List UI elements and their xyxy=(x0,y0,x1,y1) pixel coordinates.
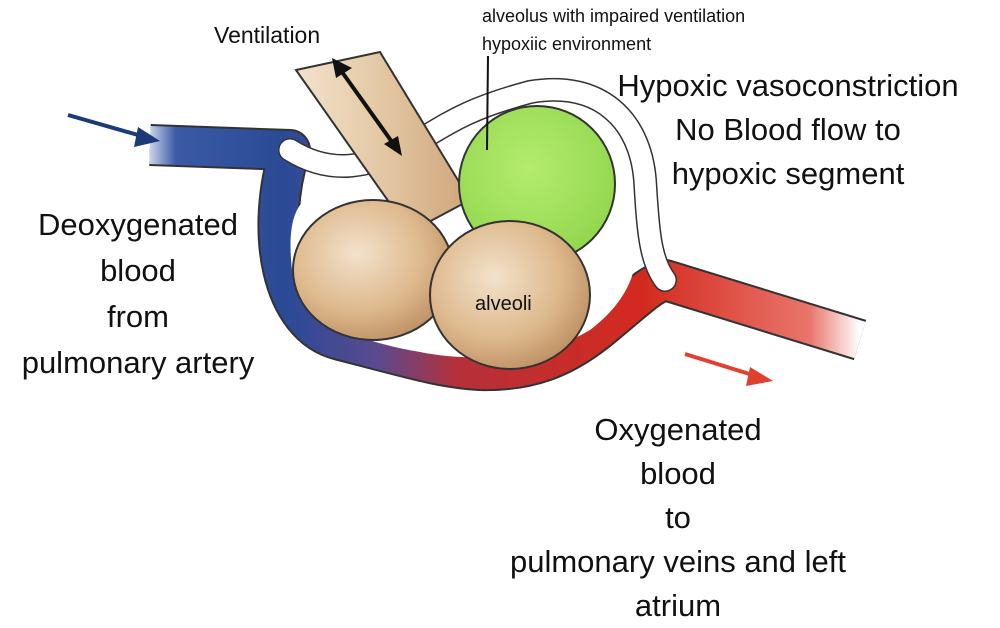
deoxygenated-blood-label: Deoxygenated blood from pulmonary artery xyxy=(0,202,278,386)
ventilation-double-arrow-icon xyxy=(332,58,402,156)
hypoxic-label-line-1: Hypoxic vasoconstriction xyxy=(617,68,959,103)
normal-alveolus-left xyxy=(292,199,454,341)
ventilation-label: Ventilation xyxy=(214,22,321,48)
oxygenated-label-line-5: atrium xyxy=(634,588,722,623)
deoxygenated-label-line-2: blood xyxy=(100,253,176,288)
hypoxic-label-line-3: hypoxic segment xyxy=(671,156,905,191)
outflow-arrow-icon xyxy=(684,352,773,386)
hypoxic-label-line-2: No Blood flow to xyxy=(675,112,901,147)
deoxygenated-label-line-1: Deoxygenated xyxy=(38,207,238,242)
oxygenated-label-line-3: to xyxy=(665,500,691,535)
deoxygenated-label-line-3: from xyxy=(107,299,169,334)
hypoxic-vasoconstriction-label: Hypoxic vasoconstriction No Blood flow t… xyxy=(578,64,998,196)
oxygenated-blood-label: Oxygenated blood to pulmonary veins and … xyxy=(466,408,890,628)
oxygenated-label-line-1: Oxygenated xyxy=(594,412,762,447)
oxygenated-label-line-4: pulmonary veins and left xyxy=(509,544,847,579)
deoxygenated-label-line-4: pulmonary artery xyxy=(21,345,255,380)
annotation-pointer-line xyxy=(486,55,489,151)
oxygenated-label-line-2: blood xyxy=(640,456,716,491)
inflow-arrow-icon xyxy=(67,113,160,147)
alveoli-label: alveoli xyxy=(475,293,532,315)
annotation-line-2: hypoxiic environment xyxy=(482,34,652,54)
capillary-vessel-fill xyxy=(149,126,866,390)
annotation-line-1: alveolus with impaired ventilation xyxy=(482,6,746,26)
normal-alveolus-right xyxy=(429,220,591,370)
